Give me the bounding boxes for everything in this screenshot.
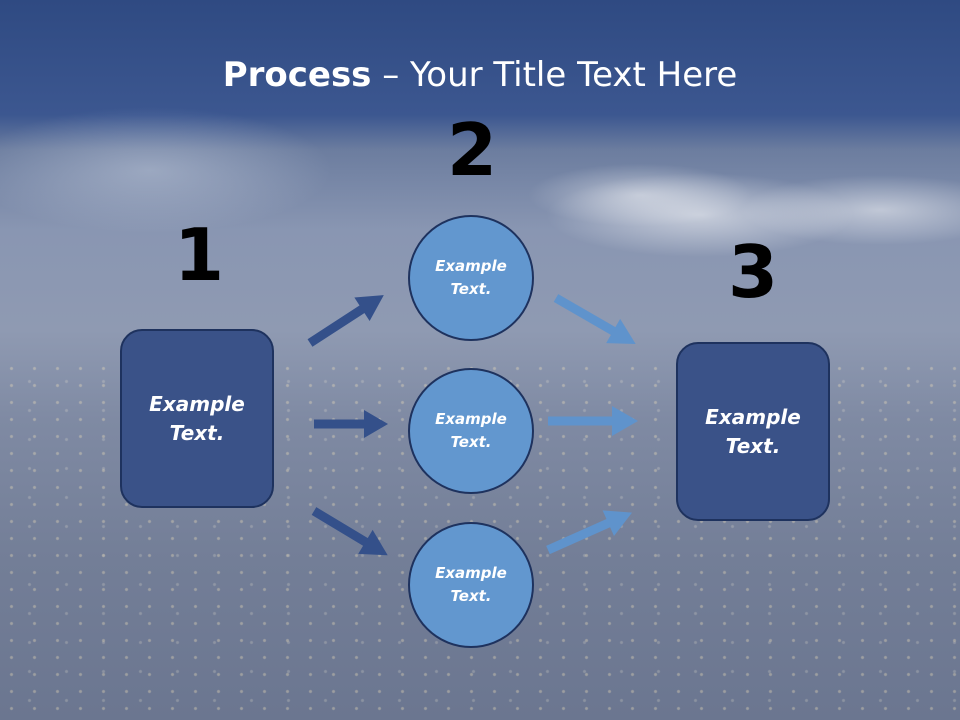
step-2-circle-top: Example Text. [408, 215, 534, 341]
arrow-1-to-bottom [311, 507, 388, 556]
step-1-text: Example Text. [149, 391, 245, 445]
step-2-circle-top-text: Example Text. [435, 257, 507, 298]
step-number-1: 1 [173, 213, 225, 297]
right-arrows [546, 294, 638, 555]
arrow-1-to-middle [314, 410, 388, 438]
arrow-middle-to-3 [548, 406, 638, 436]
arrow-top-to-3 [553, 294, 636, 344]
arrow-1-to-top [307, 295, 384, 347]
title-bold-part: Process [222, 55, 372, 95]
step-3-box: Example Text. [676, 342, 830, 521]
left-arrows [307, 295, 388, 556]
step-2-circle-bottom-text: Example Text. [435, 564, 507, 605]
step-1-box: Example Text. [120, 329, 274, 508]
step-2-circle-middle: Example Text. [408, 368, 534, 494]
title-rest-part: – Your Title Text Here [371, 55, 738, 95]
slide-title: Process – Your Title Text Here [0, 52, 960, 98]
step-number-2: 2 [446, 108, 498, 192]
step-2-circle-bottom: Example Text. [408, 522, 534, 648]
step-number-3: 3 [727, 230, 779, 314]
step-2-circle-middle-text: Example Text. [435, 410, 507, 451]
step-3-text: Example Text. [705, 404, 801, 458]
arrow-bottom-to-3 [546, 510, 633, 555]
